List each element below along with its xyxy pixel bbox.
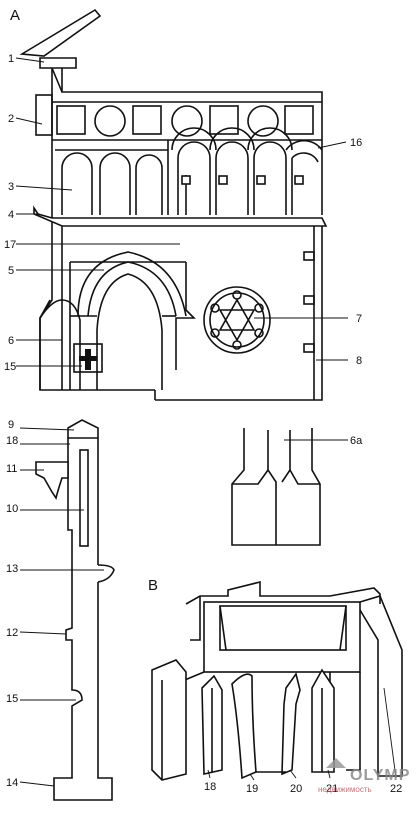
callout-7: 7 <box>356 313 362 325</box>
section-b-drawing <box>151 580 403 781</box>
callout-4: 4 <box>8 209 14 221</box>
callouts-b: 18 19 20 21 22 <box>204 781 402 795</box>
callout-b-20: 20 <box>290 783 302 795</box>
section-label-a: A <box>10 7 20 24</box>
callout-11: 11 <box>6 463 17 475</box>
house-icon <box>326 758 346 768</box>
callout-1: 1 <box>8 53 14 65</box>
leader-lines <box>15 57 397 787</box>
facade-drawing <box>19 8 328 401</box>
callout-2: 2 <box>8 113 14 125</box>
section-label-b: B <box>148 577 158 594</box>
callout-13: 13 <box>6 563 18 575</box>
callout-15: 15 <box>4 361 16 373</box>
callout-14: 14 <box>6 777 18 789</box>
callouts-profile: 9 18 11 10 13 12 15 14 <box>6 419 18 789</box>
watermark-tagline: недвижимость <box>318 785 372 794</box>
callout-9: 9 <box>8 419 14 431</box>
callout-10: 10 <box>6 503 18 515</box>
rose-window <box>203 286 271 354</box>
wall-profile <box>35 419 115 801</box>
callouts-facade: 1 2 3 4 17 5 6 15 16 7 8 6a <box>4 53 363 447</box>
callout-18: 18 <box>6 435 18 447</box>
callout-6: 6 <box>8 335 14 347</box>
callout-12: 12 <box>6 627 18 639</box>
callout-8: 8 <box>356 355 362 367</box>
watermark-logo: OLYMP недвижимость <box>318 758 410 794</box>
callout-16: 16 <box>350 137 362 149</box>
callout-6a: 6a <box>350 435 363 447</box>
arcade-right <box>171 127 323 215</box>
callout-b-22: 22 <box>390 783 402 795</box>
pillar-detail-6a <box>231 428 321 546</box>
callout-b-18: 18 <box>204 781 216 793</box>
callout-3: 3 <box>8 181 14 193</box>
callout-5: 5 <box>8 265 14 277</box>
callout-17: 17 <box>4 239 16 251</box>
callout-15-profile: 15 <box>6 693 18 705</box>
callout-b-19: 19 <box>246 783 258 795</box>
watermark-brand: OLYMP <box>350 767 410 784</box>
callout-b-21: 21 <box>326 783 338 795</box>
